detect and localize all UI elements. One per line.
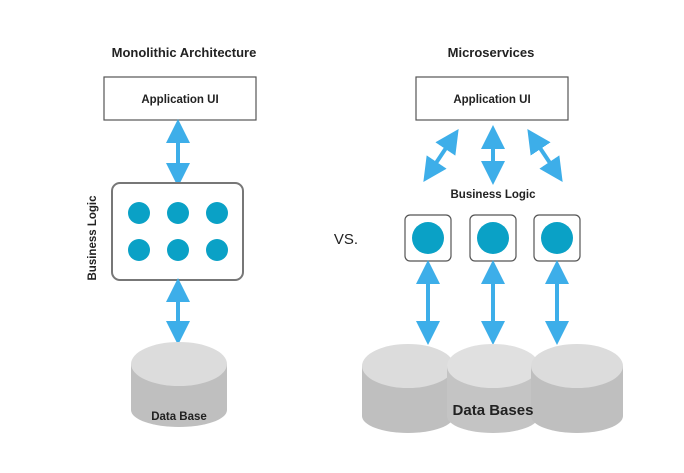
service-node [541, 222, 573, 254]
monolithic-title: Monolithic Architecture [112, 45, 257, 60]
microservices-databases-label: Data Bases [453, 402, 534, 419]
logic-node [206, 239, 228, 261]
monolithic-app-ui-box: Application UI [103, 76, 257, 121]
microservices-app-ui-box: Application UI [415, 76, 569, 121]
logic-node [128, 202, 150, 224]
microservices-business-logic-label: Business Logic [451, 189, 537, 201]
microservices-ui-service1-arrow [423, 129, 459, 182]
microservices-app-ui-label: Application UI [453, 94, 530, 106]
microservice-box-3 [533, 214, 581, 262]
logic-node [128, 239, 150, 261]
microservices-title: Microservices [448, 45, 535, 60]
monolithic-app-ui-label: Application UI [141, 94, 218, 106]
monolithic-database-label: Data Base [151, 411, 207, 423]
microservices-databases-cylinders: Data Bases [362, 344, 623, 433]
logic-node [167, 202, 189, 224]
logic-node [167, 239, 189, 261]
monolithic-business-logic-label: Business Logic [87, 195, 99, 281]
microservice-box-2 [469, 214, 517, 262]
microservices-ui-service3-arrow [527, 129, 563, 182]
logic-node [206, 202, 228, 224]
service-node [477, 222, 509, 254]
microservice-box-1 [404, 214, 452, 262]
monolithic-business-logic-box [111, 182, 244, 281]
service-node [412, 222, 444, 254]
vs-label: VS. [334, 231, 358, 248]
monolithic-database-cylinder: Data Base [131, 342, 227, 427]
